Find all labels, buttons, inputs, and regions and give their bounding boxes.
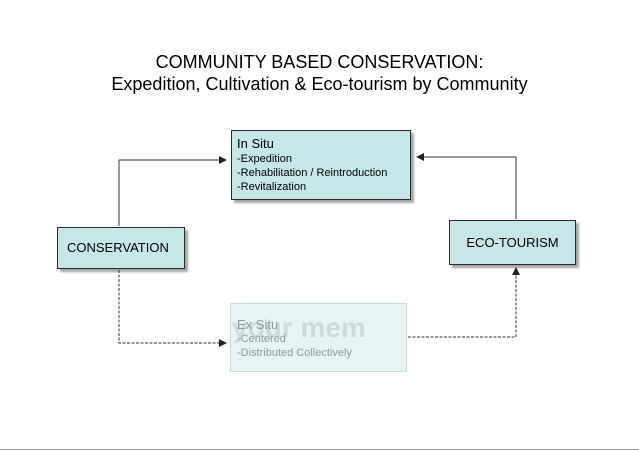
bottom-divider	[0, 449, 639, 450]
in-situ-item: -Rehabilitation / Reintroduction	[237, 167, 388, 179]
ex-situ-item: -Centered	[237, 333, 286, 345]
arrow-ecotourism-to-insitu	[416, 153, 517, 219]
ex-situ-box: Ex Situ -Centered -Distributed Collectiv…	[230, 303, 407, 372]
arrow-conservation-to-insitu	[118, 156, 227, 226]
ex-situ-heading: Ex Situ	[237, 317, 279, 332]
watermark: your mem	[232, 312, 366, 343]
in-situ-heading: In Situ	[237, 136, 274, 151]
eco-tourism-box: ECO-TOURISM	[449, 220, 576, 265]
arrow-conservation-to-exsitu	[118, 270, 227, 347]
in-situ-box: In Situ -Expedition -Rehabilitation / Re…	[231, 130, 411, 200]
in-situ-item: -Expedition	[237, 153, 293, 165]
diagram-title: COMMUNITY BASED CONSERVATION:	[155, 52, 484, 72]
arrow-exsitu-to-ecotourism	[408, 267, 520, 338]
in-situ-item: -Revitalization	[237, 181, 307, 193]
ex-situ-item: -Distributed Collectively	[237, 347, 352, 359]
conservation-box: CONSERVATION	[57, 227, 185, 269]
diagram-subtitle: Expedition, Cultivation & Eco-tourism by…	[111, 74, 528, 94]
